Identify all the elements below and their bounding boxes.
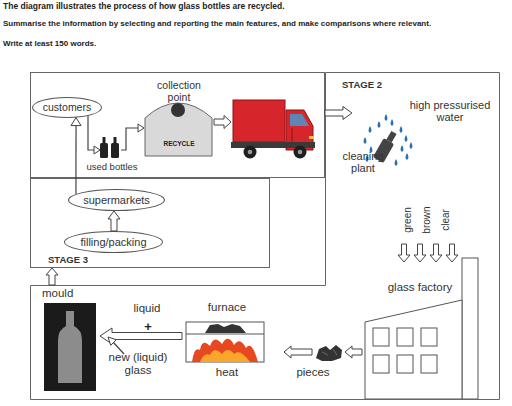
truck	[244, 146, 257, 159]
glass-pieces	[322, 349, 337, 355]
furnace	[186, 334, 264, 335]
flow-connector	[325, 107, 352, 120]
stage-box: collection pointRECYCLE used bottles custo…	[30, 72, 325, 178]
bottle-icon	[111, 143, 119, 158]
colour-label: clear	[440, 209, 451, 231]
bottle-icon	[103, 137, 106, 143]
instruction-text: Summarise the information by selecting a…	[3, 20, 431, 29]
flow-connector	[71, 118, 81, 194]
colour-label: brown	[421, 206, 432, 233]
furnace	[186, 322, 264, 362]
flow-connector	[108, 211, 120, 231]
factory-building	[365, 258, 478, 399]
process-label: cleaning plant	[338, 150, 388, 175]
truck	[298, 150, 303, 155]
process-label: high pressurised water	[404, 99, 496, 124]
furnace	[186, 322, 264, 362]
glass-pieces	[316, 345, 342, 361]
flow-arrow	[214, 116, 231, 129]
factory-building	[365, 300, 462, 399]
flow-arrow	[88, 115, 100, 154]
process-label: mould	[42, 287, 92, 300]
node-text: supermarkets	[69, 190, 164, 210]
plus-sign: +	[140, 320, 156, 335]
flow-arrow	[138, 124, 144, 132]
node-text: customers	[33, 98, 101, 117]
bottle-icon	[100, 143, 108, 158]
mould-shape	[58, 311, 82, 383]
node-text: STAGE 3	[48, 255, 108, 266]
flow-arrow	[398, 244, 458, 262]
factory-building	[397, 328, 413, 346]
instruction-text: Write at least 150 words.	[3, 40, 96, 49]
flow-arrow	[121, 124, 144, 150]
flow-arrow	[88, 115, 95, 150]
flow-arrow	[446, 244, 458, 262]
flow-connector	[325, 107, 352, 120]
bottle-icon	[100, 137, 119, 158]
factory-building	[421, 355, 437, 373]
flow-arrow	[284, 346, 312, 358]
mould-shape	[44, 303, 96, 391]
node-text: used bottles	[81, 162, 143, 173]
truck	[248, 150, 253, 155]
flow-connector	[46, 268, 58, 285]
bottle-icon	[114, 137, 117, 143]
flow-connector	[75, 118, 76, 194]
stage-box: STAGE 3 supermarkets filling/packing	[30, 178, 270, 268]
node-text: collection point	[149, 80, 209, 104]
node-text: filling/packing	[65, 232, 162, 252]
recycling-bin	[171, 103, 185, 117]
truck	[309, 136, 314, 139]
factory-building	[397, 355, 413, 373]
flow-arrow	[108, 337, 116, 345]
glass-pieces	[316, 345, 342, 361]
flow-connector	[108, 211, 120, 231]
truck	[290, 114, 309, 126]
recycling-bin	[145, 103, 212, 156]
node-text: RECYCLE	[151, 140, 207, 147]
recycling-bin	[145, 103, 212, 156]
process-oval: filling/packing	[64, 231, 163, 253]
mould-shape	[44, 303, 96, 391]
arrow-head	[71, 118, 81, 126]
process-oval: supermarkets	[68, 189, 165, 211]
flow-arrow	[430, 244, 442, 262]
diagram-title: The diagram illustrates the process of h…	[3, 2, 285, 12]
factory-building	[373, 355, 389, 373]
factory-building	[373, 328, 389, 346]
node-text: STAGE 2	[342, 80, 402, 91]
process-label: heat	[205, 366, 249, 379]
process-label: pieces	[287, 366, 339, 379]
region-outline	[31, 73, 500, 400]
process-label: furnace	[195, 301, 259, 314]
colour-label: green	[402, 207, 413, 233]
process-label: new (liquid) glass	[103, 351, 173, 377]
process-label: liquid	[122, 302, 172, 315]
furnace	[192, 339, 258, 362]
truck	[294, 146, 307, 159]
truck	[233, 100, 285, 142]
furnace	[200, 350, 250, 362]
process-label: glass factory	[375, 281, 465, 294]
flow-arrow	[414, 244, 426, 262]
factory-building	[462, 258, 478, 399]
flow-arrow	[345, 346, 362, 358]
factory-building	[421, 328, 437, 346]
truck	[231, 100, 315, 159]
flow-arrow	[121, 128, 139, 150]
flow-arrow	[398, 244, 410, 262]
flow-arrow	[94, 146, 100, 154]
process-oval: customers	[32, 97, 102, 118]
flow-connector	[46, 268, 58, 285]
furnace	[205, 324, 246, 333]
